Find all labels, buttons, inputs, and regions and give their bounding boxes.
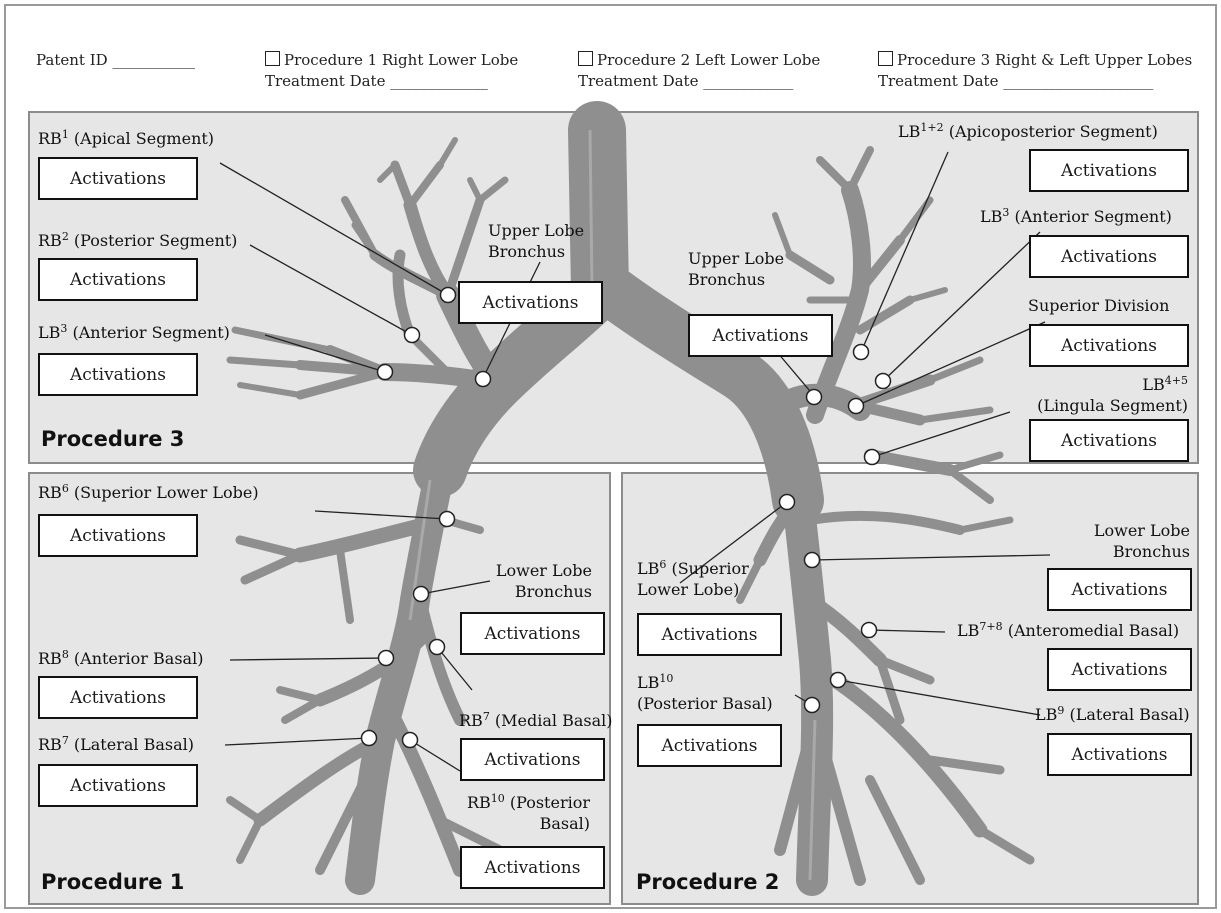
label-lb1-2: LB1+2 (Apicoposterior Segment)	[898, 121, 1158, 142]
marker-lb7-8	[862, 623, 877, 638]
label-lb9: LB9 (Lateral Basal)	[1035, 704, 1190, 725]
activations-box-rb1[interactable]: Activations	[38, 157, 198, 200]
label-rb7-lateral: RB7 (Lateral Basal)	[38, 734, 194, 755]
activations-box-lb10[interactable]: Activations	[637, 724, 782, 767]
activations-box-rb10[interactable]: Activations	[460, 846, 605, 889]
activations-box-rb2[interactable]: Activations	[38, 258, 198, 301]
activations-box-rb7-medial[interactable]: Activations	[460, 738, 605, 781]
marker-lb9	[831, 673, 846, 688]
marker-rb8	[379, 651, 394, 666]
marker-lb6	[780, 495, 795, 510]
activations-box-upper-lobe-right[interactable]: Activations	[458, 281, 603, 324]
marker-lb10	[805, 698, 820, 713]
activations-box-rb7-lateral[interactable]: Activations	[38, 764, 198, 807]
label-lb3-right: LB3 (Anterior Segment)	[38, 322, 230, 343]
marker-rb6	[440, 512, 455, 527]
marker-superior-division	[849, 399, 864, 414]
marker-lb4-5	[865, 450, 880, 465]
marker-lower-lobe-right	[414, 587, 429, 602]
activations-box-lower-lobe-left[interactable]: Activations	[1047, 568, 1192, 611]
marker-rb7-lateral	[362, 731, 377, 746]
activations-box-rb8[interactable]: Activations	[38, 676, 198, 719]
activations-box-superior-division[interactable]: Activations	[1029, 324, 1189, 367]
activations-box-lb4-5[interactable]: Activations	[1029, 419, 1189, 462]
marker-rb2	[405, 328, 420, 343]
label-rb7-medial: RB7 (Medial Basal)	[459, 710, 613, 731]
procedure-1-title: Procedure 1	[41, 870, 184, 894]
label-superior-division: Superior Division	[1028, 295, 1169, 316]
activations-box-lb3-left[interactable]: Activations	[1029, 235, 1189, 278]
marker-rb7-medial	[430, 640, 445, 655]
marker-lb3-right	[378, 365, 393, 380]
label-rb6: RB6 (Superior Lower Lobe)	[38, 482, 259, 503]
activations-box-lb6[interactable]: Activations	[637, 613, 782, 656]
procedure-3-title: Procedure 3	[41, 427, 184, 451]
marker-upper-lobe-right	[476, 372, 491, 387]
label-rb2: RB2 (Posterior Segment)	[38, 230, 237, 251]
label-lb3-left: LB3 (Anterior Segment)	[980, 206, 1172, 227]
procedure-2-title: Procedure 2	[636, 870, 779, 894]
activations-box-lb7-8[interactable]: Activations	[1047, 648, 1192, 691]
marker-upper-lobe-left	[807, 390, 822, 405]
marker-lower-lobe-left	[805, 553, 820, 568]
activations-box-rb6[interactable]: Activations	[38, 514, 198, 557]
activations-box-lb9[interactable]: Activations	[1047, 733, 1192, 776]
activations-box-lb1-2[interactable]: Activations	[1029, 149, 1189, 192]
label-lb4-5: LB4+5(Lingula Segment)	[1025, 374, 1188, 416]
label-lb7-8: LB7+8 (Anteromedial Basal)	[957, 620, 1179, 641]
label-lb10: LB10(Posterior Basal)	[637, 672, 773, 714]
activations-box-upper-lobe-left[interactable]: Activations	[688, 314, 833, 357]
marker-lb3-left	[876, 374, 891, 389]
label-rb8: RB8 (Anterior Basal)	[38, 648, 203, 669]
label-rb1: RB1 (Apical Segment)	[38, 128, 214, 149]
airway-branches	[230, 130, 1030, 880]
marker-rb1	[441, 288, 456, 303]
activations-box-lb3-right[interactable]: Activations	[38, 353, 198, 396]
activations-box-lower-lobe-right[interactable]: Activations	[460, 612, 605, 655]
marker-rb10	[403, 733, 418, 748]
marker-lb1-2	[854, 345, 869, 360]
